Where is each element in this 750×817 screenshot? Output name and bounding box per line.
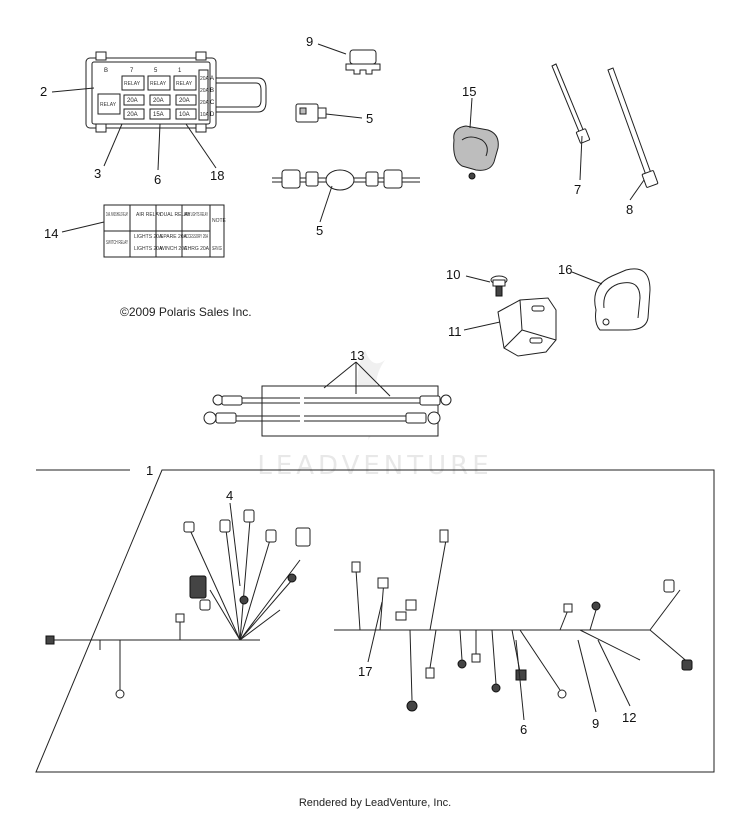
- fuse-label-card: DUAL WINDSHIELD RELAY AIR RELAY DUAL REL…: [103, 204, 227, 258]
- card-cell: AIR RELAY: [136, 212, 162, 218]
- fuse-rating: 10A: [179, 112, 190, 118]
- fuse-letter: B: [104, 68, 108, 74]
- callout: 4: [226, 488, 233, 503]
- main-harness: [334, 529, 693, 712]
- callout-labels: 1 2 3 4 5 5 6 6 7 8 9 9 10 11 12 13 14 1…: [40, 34, 636, 737]
- card-cell: SWITCH RELAY: [106, 240, 128, 246]
- front-harness: [45, 509, 311, 699]
- card-cell: ACCESSORY 20A: [184, 234, 208, 240]
- card-cell: DUAL WINDSHIELD RELAY: [106, 212, 128, 218]
- fuse-rating: 20A: [179, 98, 190, 104]
- callout: 14: [44, 226, 58, 241]
- card-cell: NOTE: [212, 218, 227, 224]
- fuse-rating: 20A: [127, 98, 138, 104]
- fuse-letter: B: [210, 88, 214, 94]
- leader-lines: [51, 43, 645, 721]
- copyright-text: ©2009 Polaris Sales Inc.: [120, 305, 252, 319]
- fuse-letter: A: [210, 76, 214, 82]
- relay-label: RELAY: [100, 102, 117, 108]
- fuse-letter: C: [210, 100, 215, 106]
- callout: 12: [622, 710, 636, 725]
- callout: 1: [146, 463, 153, 478]
- fuse-rating: 20A: [127, 112, 138, 118]
- card-cell: WINCH 20A: [160, 246, 188, 252]
- fuse-rating: 15A: [153, 112, 164, 118]
- fuse-letter: D: [210, 112, 215, 118]
- cable-tie-part-7: [551, 63, 591, 144]
- callout: 16: [558, 262, 572, 277]
- fuse-rating: 20A: [200, 76, 210, 82]
- battery-cables-part-13: [203, 385, 452, 437]
- fuse-letter: 5: [154, 68, 158, 74]
- cable-tie-part-8: [607, 67, 659, 188]
- p-clamp-part-16: [594, 268, 651, 331]
- callout: 15: [462, 84, 476, 99]
- callout: 10: [446, 267, 460, 282]
- card-cell: DUAL RELAY: [160, 212, 191, 218]
- callout: 11: [448, 324, 462, 339]
- rubber-mount-part-15: [453, 125, 499, 180]
- fuse-rating: 20A: [153, 98, 164, 104]
- card-cell: SERVICE: [212, 246, 222, 252]
- callout: 6: [520, 722, 527, 737]
- card-cell: SPARE 20A: [160, 234, 188, 240]
- fuse-letter: 1: [178, 68, 182, 74]
- card-cell: CHRG 20A: [184, 246, 210, 252]
- relay-label: RELAY: [124, 81, 141, 87]
- callout: 2: [40, 84, 47, 99]
- card-cell: MAIN LIGHTS RELAY: [184, 212, 208, 218]
- footer-credit: Rendered by LeadVenture, Inc.: [298, 797, 452, 809]
- inline-harness-part-5: [272, 169, 420, 191]
- callout: 9: [592, 716, 599, 731]
- connector-part-6: [295, 103, 327, 123]
- card-cell: LIGHTS 20A: [134, 246, 163, 252]
- fuse-rating: 10A: [200, 112, 210, 118]
- callout: 6: [154, 172, 161, 187]
- callout: 9: [306, 34, 313, 49]
- callout: 13: [350, 348, 364, 363]
- callout: 3: [94, 166, 101, 181]
- connector-part-9: [345, 49, 381, 75]
- fuse-rating: 20A: [200, 88, 210, 94]
- fuse-box: B 7 5 1 RELAY RELAY RELAY RELAY 20A 20A …: [85, 51, 267, 133]
- watermark-text: LEADVENTURE: [257, 451, 492, 481]
- callout: 17: [358, 664, 372, 679]
- fuse-letter: 7: [130, 68, 134, 74]
- callout: 5: [366, 111, 373, 126]
- callout: 8: [626, 202, 633, 217]
- card-cell: LIGHTS 20A: [134, 234, 163, 240]
- callout: 5: [316, 223, 323, 238]
- bracket-part-11: [497, 297, 557, 357]
- relay-label: RELAY: [150, 81, 167, 87]
- relay-label: RELAY: [176, 81, 193, 87]
- main-harness-frame: [35, 469, 715, 773]
- callout: 18: [210, 168, 224, 183]
- bolt-part-10: [490, 275, 508, 297]
- callout: 7: [574, 182, 581, 197]
- fuse-rating: 20A: [200, 100, 210, 106]
